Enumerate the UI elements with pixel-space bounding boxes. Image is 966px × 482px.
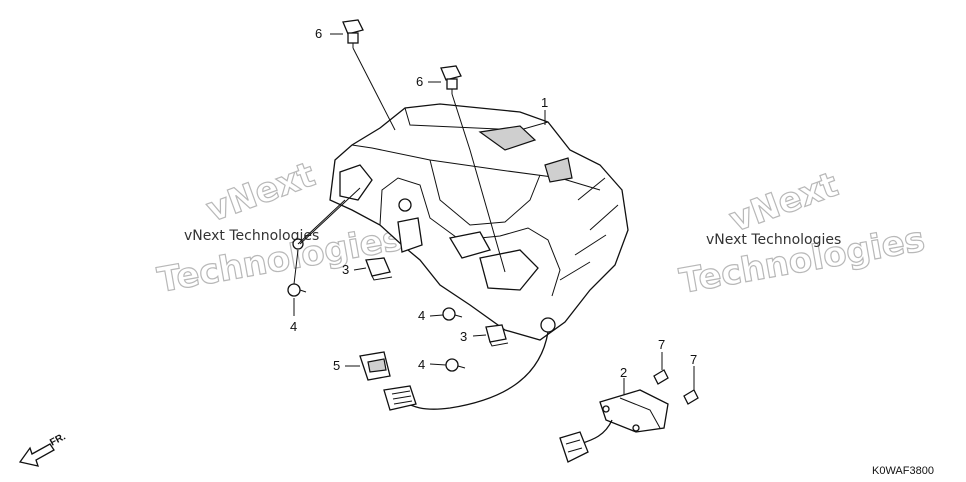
part-4-screw-left <box>287 283 307 297</box>
part-3-clip-right <box>485 324 509 347</box>
callout-4a: 4 <box>290 319 297 334</box>
part-7-screw-right <box>683 389 699 405</box>
part-5-connector <box>359 351 391 381</box>
part-4-screw-lower <box>445 358 466 372</box>
watermark-right-small: vNext Technologies <box>706 232 841 248</box>
part-6-bolt-lower <box>440 65 462 94</box>
callout-6b: 6 <box>416 74 423 89</box>
watermark-top-right: vNext <box>724 165 843 241</box>
part-2-sensor <box>559 389 669 463</box>
callout-5: 5 <box>333 358 340 373</box>
callout-2: 2 <box>620 365 627 380</box>
front-direction-indicator: FR. <box>18 431 68 467</box>
watermark-left-small: vNext Technologies <box>184 228 319 244</box>
callout-7b: 7 <box>690 352 697 367</box>
callout-6a: 6 <box>315 26 322 41</box>
part-7-screw-left <box>653 369 669 385</box>
diagram-code: K0WAF3800 <box>872 465 934 477</box>
callout-1: 1 <box>541 95 548 110</box>
front-direction-label: FR. <box>48 431 68 448</box>
callout-3a: 3 <box>342 262 349 277</box>
leader-4-left <box>293 187 361 285</box>
part-6-bolt-upper <box>342 19 364 48</box>
callout-leaders <box>293 33 695 395</box>
part-1-housing <box>329 103 629 341</box>
part-4-screw-middle <box>442 307 463 321</box>
callout-4b: 4 <box>418 308 425 323</box>
watermark-top-left: vNext <box>201 155 320 231</box>
leader-6b <box>451 93 506 273</box>
callout-4c: 4 <box>418 357 425 372</box>
part-1-harness <box>383 331 549 411</box>
callout-labels: 6 6 1 3 4 4 3 4 5 2 7 7 <box>290 26 697 380</box>
callout-7a: 7 <box>658 337 665 352</box>
leader-6a <box>352 47 396 131</box>
part-3-clip-left <box>365 257 393 281</box>
front-arrow-icon <box>18 443 55 467</box>
callout-3b: 3 <box>460 329 467 344</box>
